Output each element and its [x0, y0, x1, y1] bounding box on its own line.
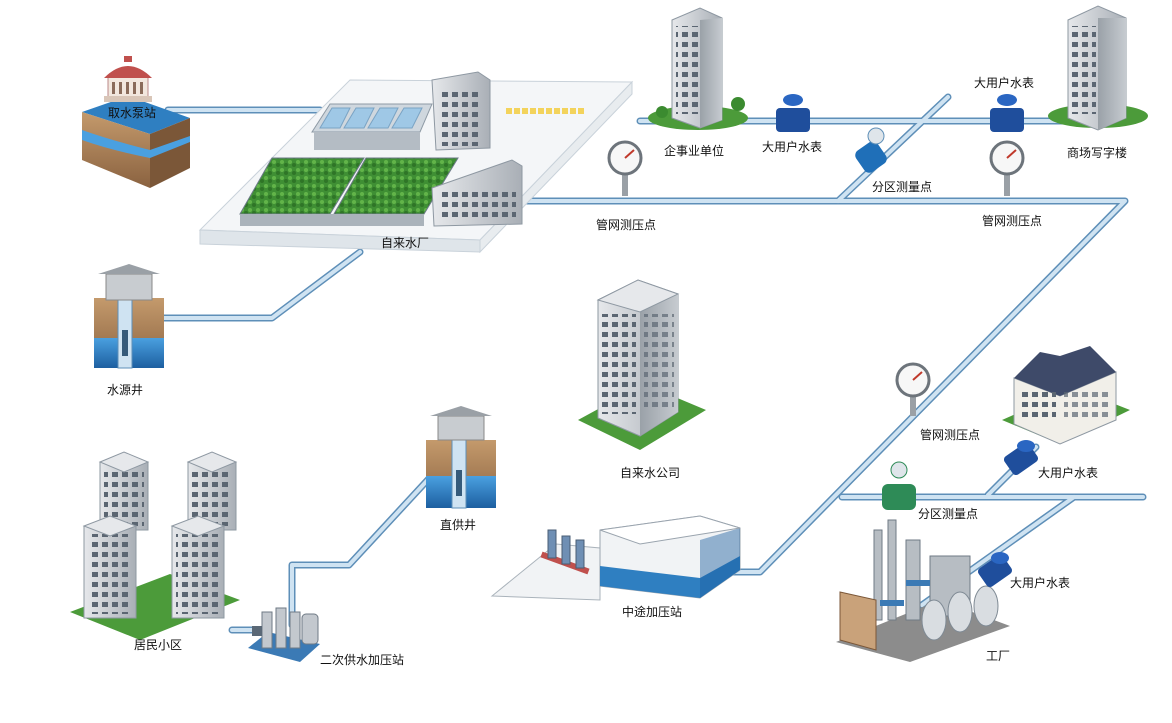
factory — [836, 519, 1010, 662]
label-pressure-2: 管网测压点 — [982, 214, 1043, 228]
enterprise-building — [648, 7, 748, 130]
commercial-building — [1048, 5, 1148, 131]
water-meter-4 — [977, 552, 1013, 588]
label-secondary-pump: 二次供水加压站 — [320, 653, 405, 667]
label-booster: 中途加压站 — [622, 605, 683, 619]
water-meter-1 — [776, 94, 810, 132]
zone-flowmeter-2 — [882, 461, 916, 510]
label-factory: 工厂 — [986, 649, 1011, 663]
secondary-pump-station — [248, 607, 320, 662]
water-meter-3 — [1003, 440, 1039, 476]
water-meter-2 — [990, 94, 1024, 132]
label-enterprise: 企事业单位 — [664, 144, 725, 158]
pressure-gauge-1 — [607, 140, 643, 196]
waterworks-plant — [198, 71, 634, 254]
pressure-gauge-3 — [895, 362, 931, 416]
label-big-meter-4: 大用户水表 — [1010, 576, 1071, 590]
label-residential: 居民小区 — [134, 638, 183, 652]
direct-well — [426, 406, 496, 509]
villa-building — [1002, 346, 1130, 445]
label-company: 自来水公司 — [620, 466, 681, 480]
label-big-meter-3: 大用户水表 — [1038, 466, 1099, 480]
label-direct-well: 直供井 — [440, 518, 477, 532]
label-waterworks: 自来水厂 — [381, 236, 430, 250]
label-big-meter-1: 大用户水表 — [762, 140, 823, 154]
booster-station — [490, 515, 741, 601]
intake-pump-station — [82, 56, 190, 188]
label-pressure-1: 管网测压点 — [596, 218, 657, 232]
residential-complex — [70, 451, 240, 640]
source-well — [94, 264, 164, 369]
water-company-building — [578, 279, 706, 450]
zone-flowmeter-1 — [855, 127, 887, 173]
label-zone-meter-1: 分区测量点 — [872, 180, 933, 194]
label-intake-pump: 取水泵站 — [108, 106, 157, 120]
label-zone-meter-2: 分区测量点 — [918, 507, 979, 521]
pressure-gauge-2 — [989, 140, 1025, 196]
label-big-meter-2: 大用户水表 — [974, 76, 1035, 90]
label-pressure-3: 管网测压点 — [920, 428, 981, 442]
label-commercial: 商场写字楼 — [1067, 146, 1128, 160]
label-source-well: 水源井 — [107, 383, 144, 397]
